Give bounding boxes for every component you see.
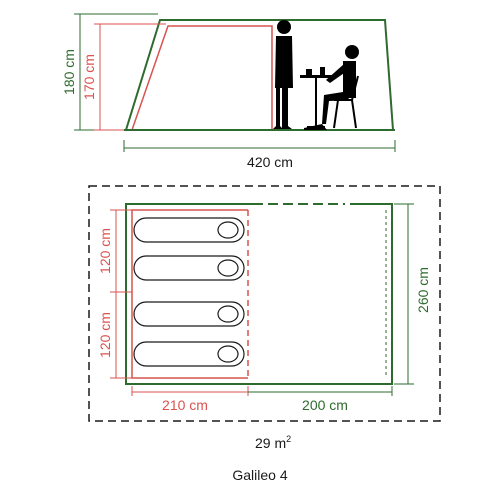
area-label: 29 m2 — [255, 434, 291, 451]
berth-width-1-label: 120 cm — [97, 228, 113, 274]
model-name: Galileo 4 — [232, 467, 287, 483]
berth-width-2-label: 120 cm — [97, 312, 113, 358]
seated-person-icon — [304, 45, 359, 130]
area-value: 29 m — [255, 435, 286, 451]
dim-living-length — [248, 386, 393, 396]
bedroom-outline — [131, 209, 249, 379]
length-label: 420 cm — [247, 154, 293, 170]
standing-person-icon — [273, 20, 293, 129]
height-outer-label: 180 cm — [61, 49, 77, 95]
width-label: 260 cm — [415, 267, 431, 313]
dim-bedroom-length — [131, 386, 249, 396]
footprint-outline — [88, 185, 441, 422]
dim-height-inner — [94, 23, 166, 131]
side-inner-outline — [131, 25, 273, 131]
side-view: 180 cm 170 cm 420 cm — [61, 13, 396, 170]
floor-outer-outline — [125, 203, 393, 385]
bedroom-length-label: 210 cm — [162, 397, 208, 413]
area-unit-superscript: 2 — [286, 434, 291, 444]
living-length-label: 200 cm — [302, 397, 348, 413]
chair-icon — [333, 75, 359, 129]
floor-plan: 120 cm 120 cm 260 cm 210 cm 200 cm — [88, 185, 441, 422]
height-inner-label: 170 cm — [81, 54, 97, 100]
dim-width — [394, 203, 414, 385]
dim-length — [123, 140, 396, 152]
dim-berth — [110, 209, 132, 379]
sleeping-bag-icon — [133, 217, 245, 367]
